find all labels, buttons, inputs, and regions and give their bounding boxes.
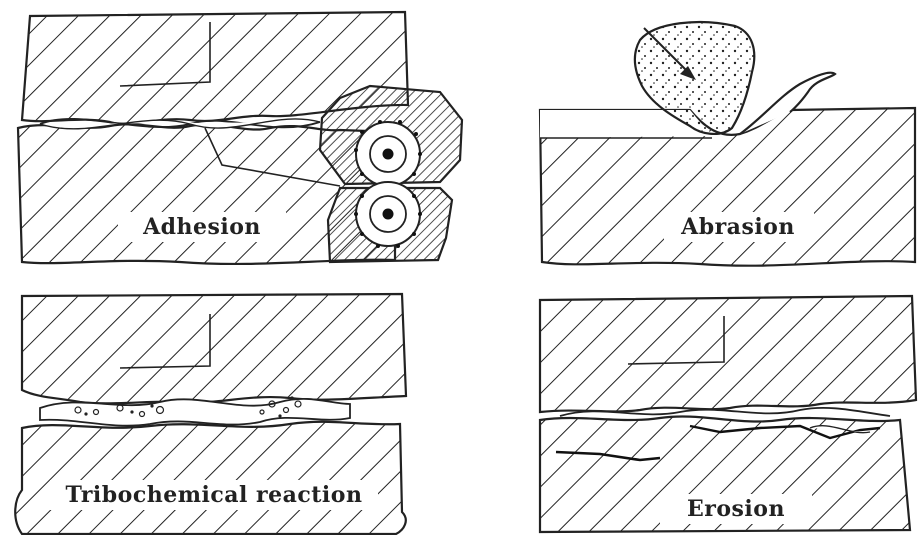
adhesion-label: Adhesion bbox=[142, 214, 261, 240]
abrasion-label: Abrasion bbox=[680, 214, 795, 240]
adhesion-panel: Adhesion bbox=[18, 12, 462, 264]
abrasion-panel: Abrasion bbox=[540, 22, 915, 266]
erosion-panel: Erosion bbox=[540, 296, 916, 532]
erosion-label: Erosion bbox=[687, 496, 785, 522]
erosion-upper-body bbox=[540, 296, 916, 412]
tribochemical-panel: Tribochemical reaction bbox=[15, 294, 406, 534]
tribochemical-label: Tribochemical reaction bbox=[66, 482, 363, 508]
tribochemical-lower-body bbox=[15, 422, 406, 534]
tribochemical-upper-body bbox=[22, 294, 406, 403]
